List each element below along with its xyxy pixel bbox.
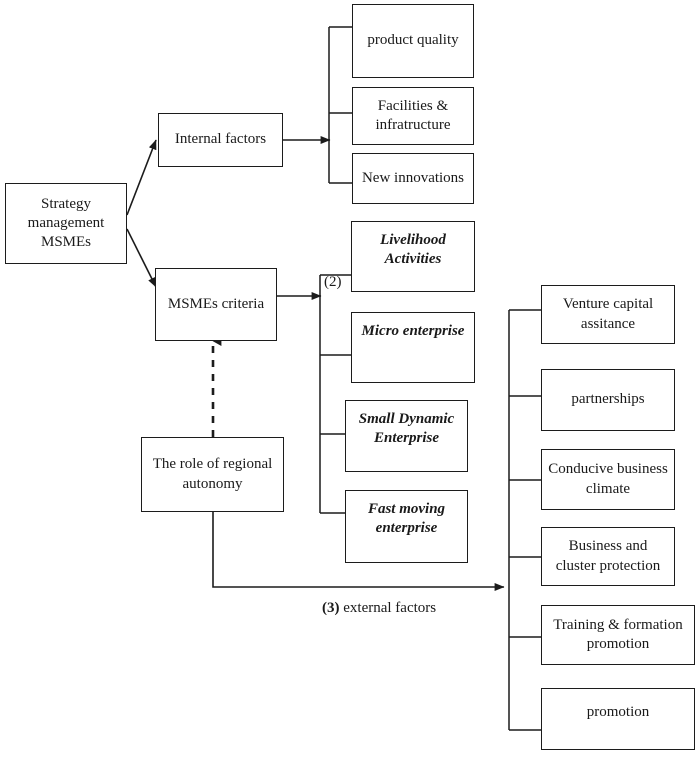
- internal-factor-box-2[interactable]: Facilities & infratructure: [352, 87, 474, 145]
- bracket-msme-criteria: [319, 274, 351, 514]
- external-factor-box-1[interactable]: Venture capital assitance: [541, 285, 675, 344]
- criteria-box-2[interactable]: Micro enterprise: [351, 312, 475, 383]
- edge-root-to-internal: [126, 139, 157, 216]
- node-strategy-management-msmes[interactable]: Strategy management MSMEs: [5, 183, 127, 264]
- node-role-of-regional-autonomy[interactable]: The role of regional autonomy: [141, 437, 284, 512]
- bracket-external-factors: [508, 309, 541, 731]
- criteria-box-1[interactable]: Livelihood Activities: [351, 221, 475, 292]
- node-msmes-criteria[interactable]: MSMEs criteria: [155, 268, 277, 341]
- external-factor-box-4[interactable]: Business and cluster protection: [541, 527, 675, 586]
- external-factor-box-3[interactable]: Conducive business climate: [541, 449, 675, 510]
- bracket-internal-factors: [328, 26, 352, 184]
- external-factor-box-6[interactable]: promotion: [541, 688, 695, 750]
- criteria-box-3[interactable]: Small Dynamic Enterprise: [345, 400, 468, 472]
- edge-root-to-criteria: [126, 228, 157, 288]
- external-factors-caption: (3) external factors: [322, 600, 436, 617]
- external-factor-box-2[interactable]: partnerships: [541, 369, 675, 431]
- criteria-marker-label: (2): [324, 274, 342, 290]
- external-factor-box-5[interactable]: Training & formation promotion: [541, 605, 695, 665]
- external-marker-label: (3): [322, 600, 340, 616]
- internal-factor-box-1[interactable]: product quality: [352, 4, 474, 78]
- node-internal-factors[interactable]: Internal factors: [158, 113, 283, 167]
- criteria-box-4[interactable]: Fast moving enterprise: [345, 490, 468, 563]
- edge-autonomy-to-external: [212, 512, 505, 591]
- internal-factor-box-3[interactable]: New innovations: [352, 153, 474, 204]
- external-caption-text: external factors: [339, 600, 437, 616]
